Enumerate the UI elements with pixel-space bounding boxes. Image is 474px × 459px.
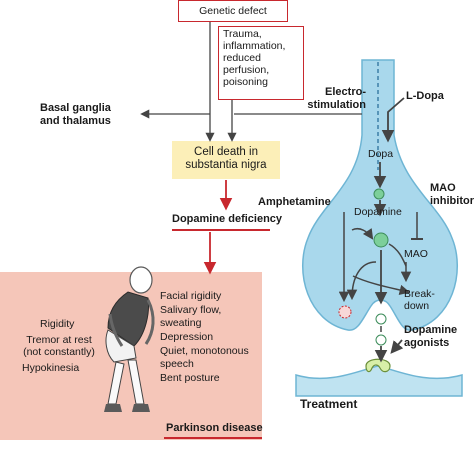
vesicle-dopa [373,188,385,200]
mao-label: MAO [404,248,428,260]
dopamine-label: Dopamine [354,206,402,218]
ldopa-label: L-Dopa [406,90,444,102]
parkinson-disease-underline [164,437,262,439]
parkinson-disease-label: Parkinson disease [166,422,263,434]
vesicle-dopamine [373,232,389,248]
dopamine-deficiency-label: Dopamine deficiency [172,213,283,225]
treatment-label: Treatment [300,397,358,411]
dopa-label: Dopa [368,148,394,160]
cell-death-box [172,141,280,179]
genetic-defect-box: Genetic defect [178,0,288,22]
reuptake-transporter [338,305,352,319]
acquired-causes-box: Trauma, inflammation, reduced perfusion,… [218,26,304,100]
dopamine-agonists-label: Dopamine agonists [404,324,458,349]
amphetamine-label: Amphetamine [258,196,331,208]
released-dopamine-2 [375,334,387,346]
tremor-label: Tremor at rest (not constantly) [23,334,95,359]
postsynaptic-membrane [295,365,463,397]
basal-ganglia-label: Basal ganglia and thalamus [40,102,111,127]
patient-figure [104,266,155,412]
released-dopamine-1 [375,313,387,325]
breakdown-label: Break- down [404,288,435,313]
electrostimulation-label: Electro- stimulation [307,86,366,111]
cell-death-label: Cell death in substantia nigra [185,146,267,172]
rigidity-label: Rigidity [40,318,75,330]
symptoms-list: Facial rigidity Salivary flow, sweating … [160,290,249,384]
mao-inhibitor-label: MAO inhibitor [430,182,474,207]
dopamine-deficiency-underline [172,229,270,231]
genetic-defect-label: Genetic defect [199,5,267,17]
hypokinesia-label: Hypokinesia [22,362,80,374]
acquired-causes-label: Trauma, inflammation, reduced perfusion,… [223,28,286,89]
